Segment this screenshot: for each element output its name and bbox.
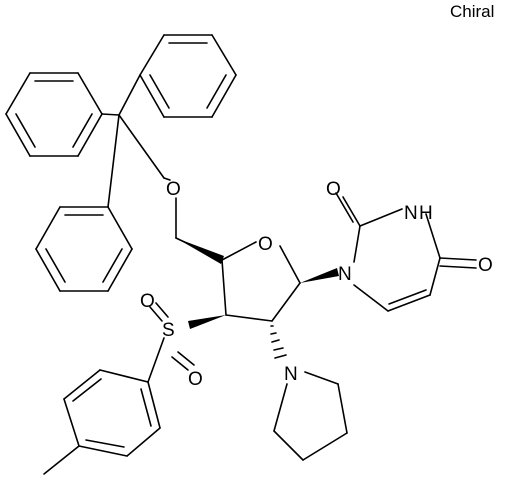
- c2-n-hashed-wedge: [270, 325, 287, 359]
- atom-N1: N: [338, 264, 352, 285]
- c1-n1-wedge: [300, 268, 339, 283]
- c3-s-wedge: [188, 315, 226, 329]
- atom-N3: N: [404, 203, 418, 224]
- atom-O-ring: O: [258, 234, 273, 255]
- atom-O-c2-carbonyl: O: [326, 179, 341, 200]
- tolyl-ring: [43, 369, 161, 475]
- atom-H-n3: H: [419, 203, 433, 224]
- trityl-phenyl-bottom: [35, 206, 133, 292]
- atom-O-c4-carbonyl: O: [478, 255, 493, 276]
- atom-O-sulfonyl-upper: O: [140, 291, 155, 312]
- pyrrolidine-ring: [273, 371, 348, 461]
- trityl-center-bonds: [101, 74, 171, 208]
- sulfonyl-group: [147, 302, 195, 383]
- atom-N-pyrrolidine: N: [284, 364, 298, 385]
- furanose-ring: [176, 238, 301, 322]
- uracil-ring: [335, 192, 477, 312]
- chiral-label: Chiral: [450, 2, 495, 21]
- atom-O-sulfonyl-lower: O: [188, 369, 203, 390]
- trityl-phenyl-top: [139, 34, 237, 118]
- trityl-phenyl-left: [5, 72, 103, 157]
- atom-O-trityl-ether: O: [166, 179, 181, 200]
- atom-S: S: [162, 320, 175, 341]
